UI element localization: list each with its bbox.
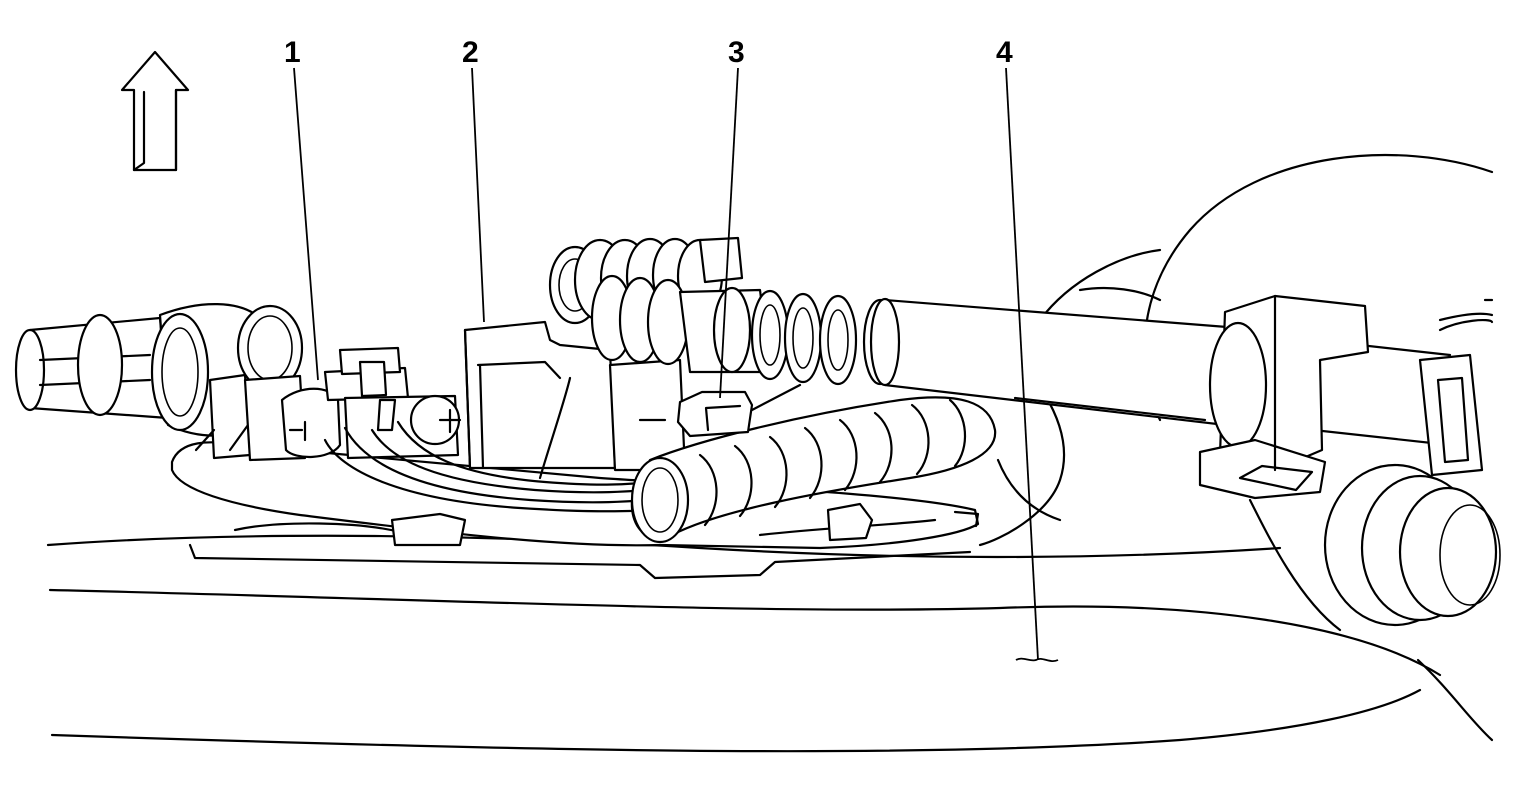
module-flange (170, 441, 980, 580)
protective-sleeve-hose (630, 396, 997, 544)
retaining-clip (676, 383, 802, 438)
left-fuel-tube (14, 303, 304, 437)
leader-lines (293, 67, 1059, 663)
callout-3: 3 (728, 36, 745, 69)
up-arrow-icon (120, 50, 190, 172)
fuel-tank-outline (46, 534, 1494, 753)
callout-1: 1 (284, 36, 301, 69)
callout-2: 2 (462, 36, 479, 69)
fuel-level-sender-module (463, 320, 687, 480)
right-side-hose (1248, 298, 1501, 632)
callouts: 1 2 3 4 (284, 36, 1013, 69)
fuel-filter-clamp (1198, 294, 1370, 500)
wiring-harness (323, 420, 652, 513)
callout-4: 4 (996, 36, 1013, 69)
